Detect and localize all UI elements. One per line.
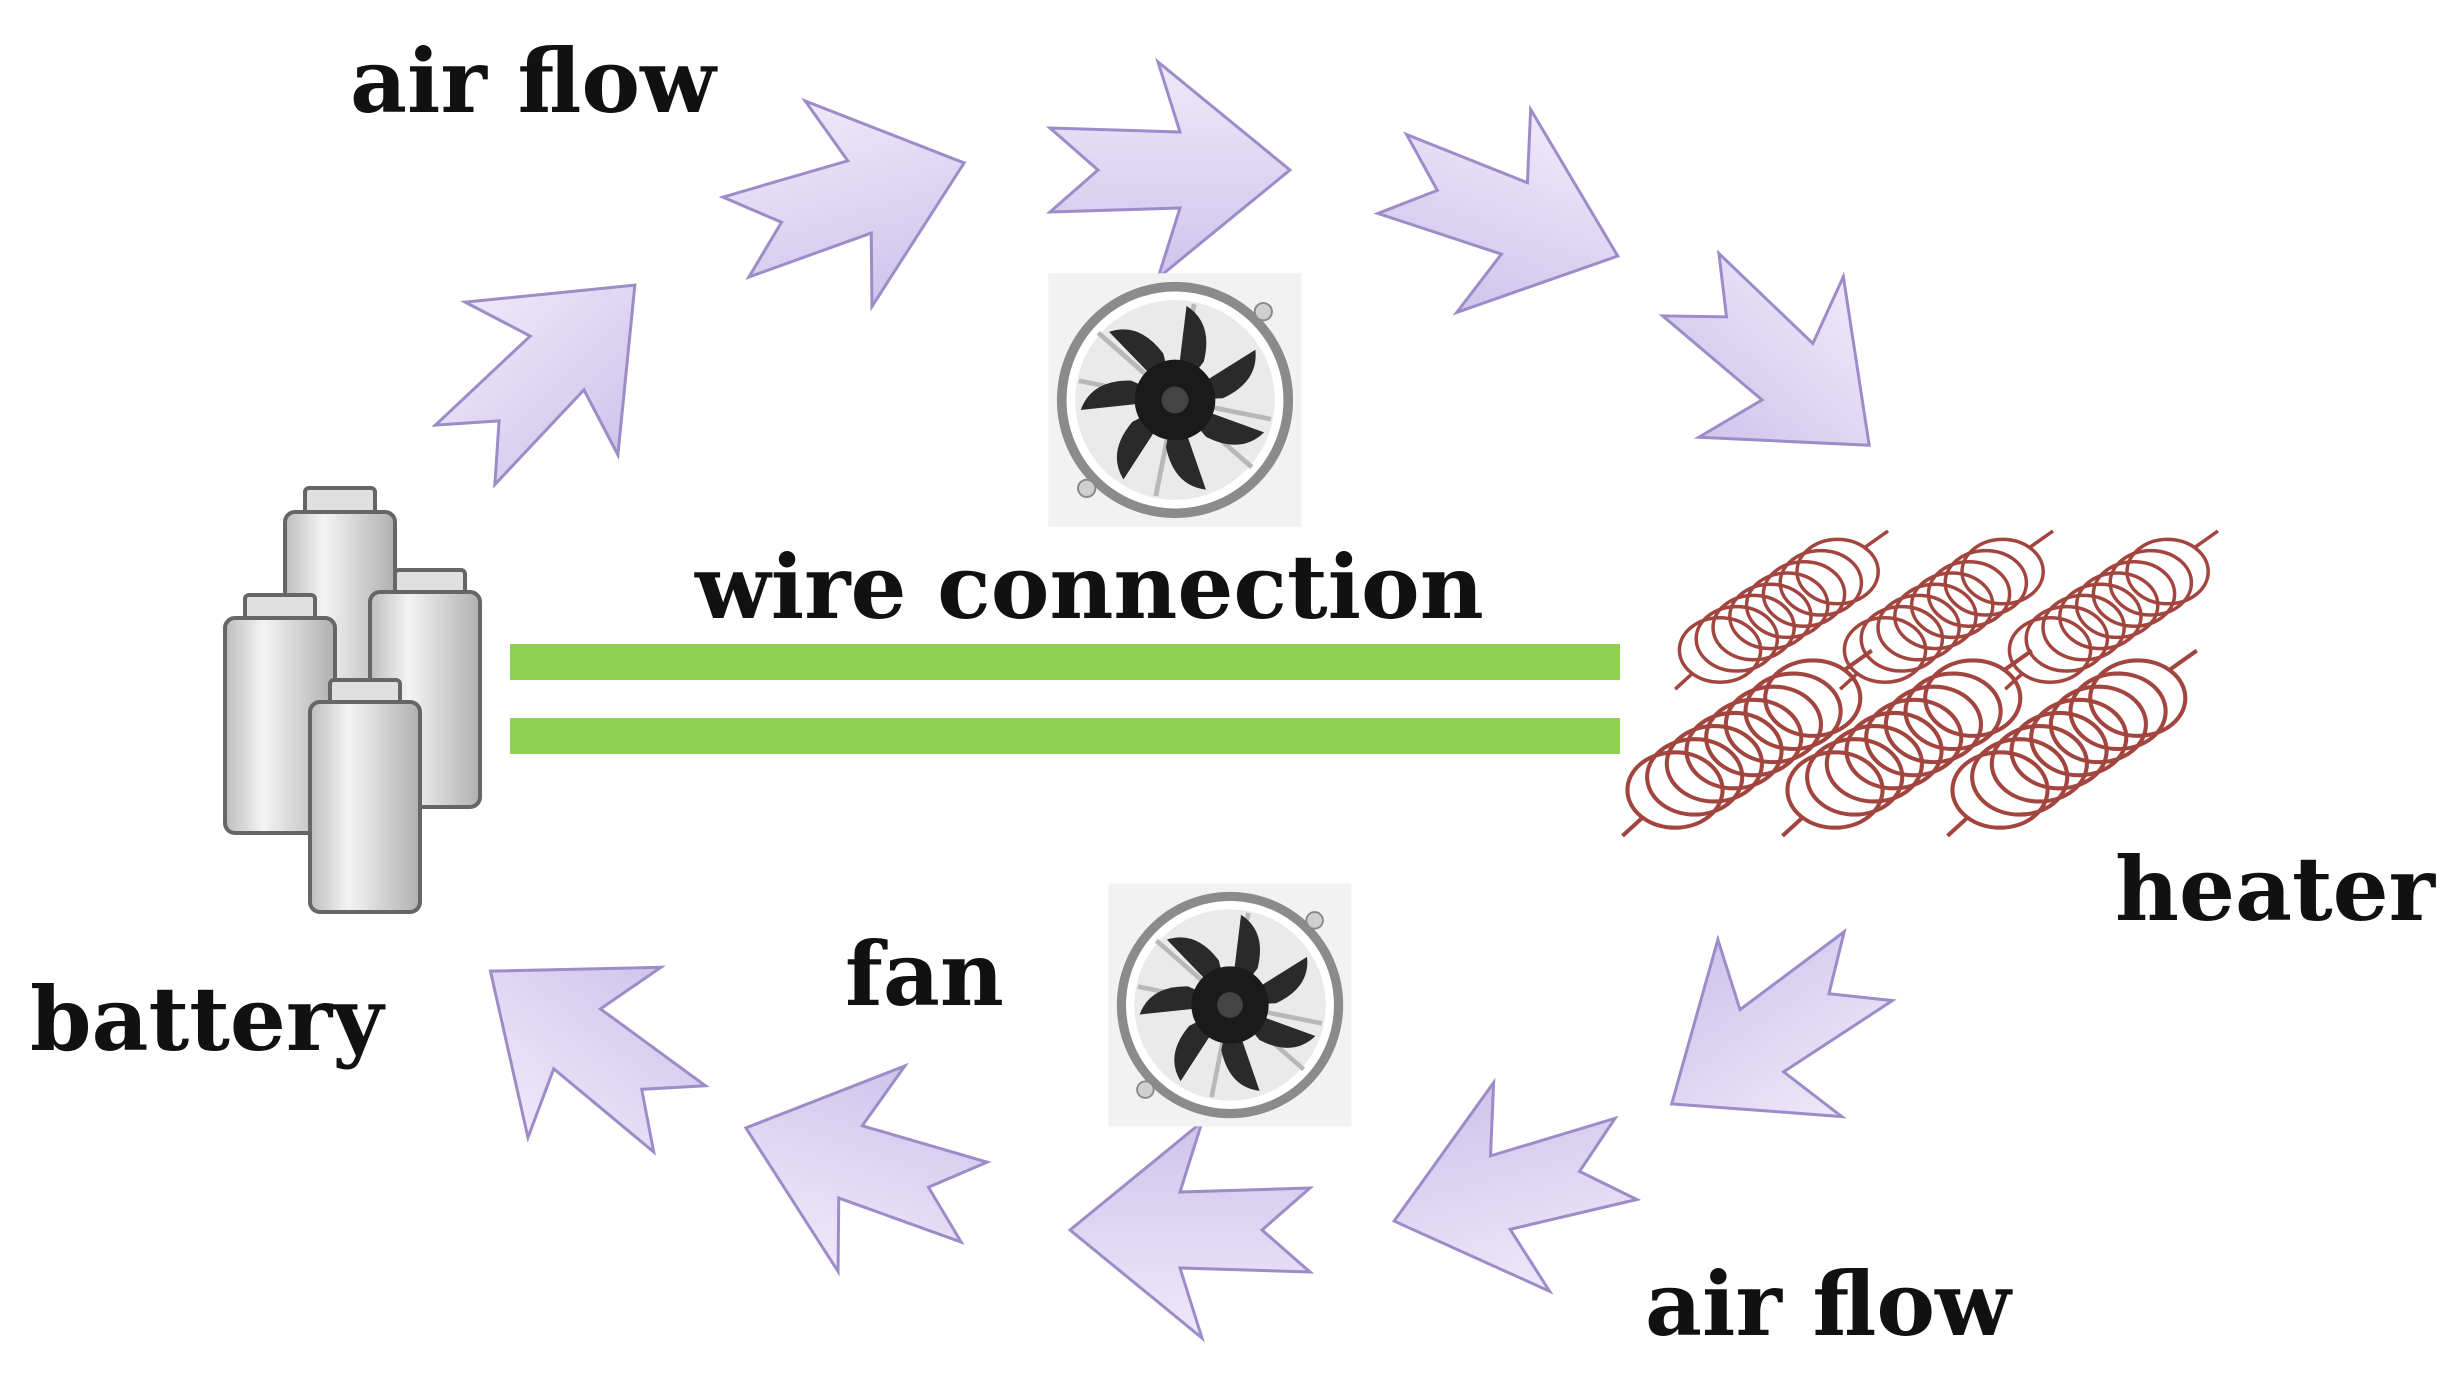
wire-connection xyxy=(510,644,1620,754)
fan-icon xyxy=(1109,884,1352,1127)
fan-icon xyxy=(1048,273,1301,526)
air-flow-arrow-icon xyxy=(1353,70,1657,360)
battery-label: battery xyxy=(30,967,386,1071)
air-flow-arrow-icon xyxy=(422,884,748,1206)
battery-pack-icon xyxy=(223,486,482,914)
air-flow-arrow-icon xyxy=(1617,202,1943,528)
air-flow-arrow-icon xyxy=(387,207,713,533)
air-flow-top-label: air flow xyxy=(350,29,718,133)
air-flow-arrow-icon xyxy=(1068,1120,1312,1340)
heater-label: heater xyxy=(2115,837,2437,941)
air-flow-arrows xyxy=(387,58,1943,1340)
air-flow-arrow-icon xyxy=(710,1023,1010,1307)
air-flow-arrow-icon xyxy=(1608,876,1932,1194)
wire-connection-label: wire connection xyxy=(694,535,1484,639)
air-flow-arrow-icon xyxy=(700,58,1000,342)
fan-label: fan xyxy=(845,922,1004,1026)
heating-coil-icon xyxy=(1623,529,2220,836)
air-flow-bottom-label: air flow xyxy=(1645,1252,2013,1356)
air-flow-arrow-icon xyxy=(1364,1053,1656,1327)
air-flow-arrow-icon xyxy=(1048,60,1292,280)
